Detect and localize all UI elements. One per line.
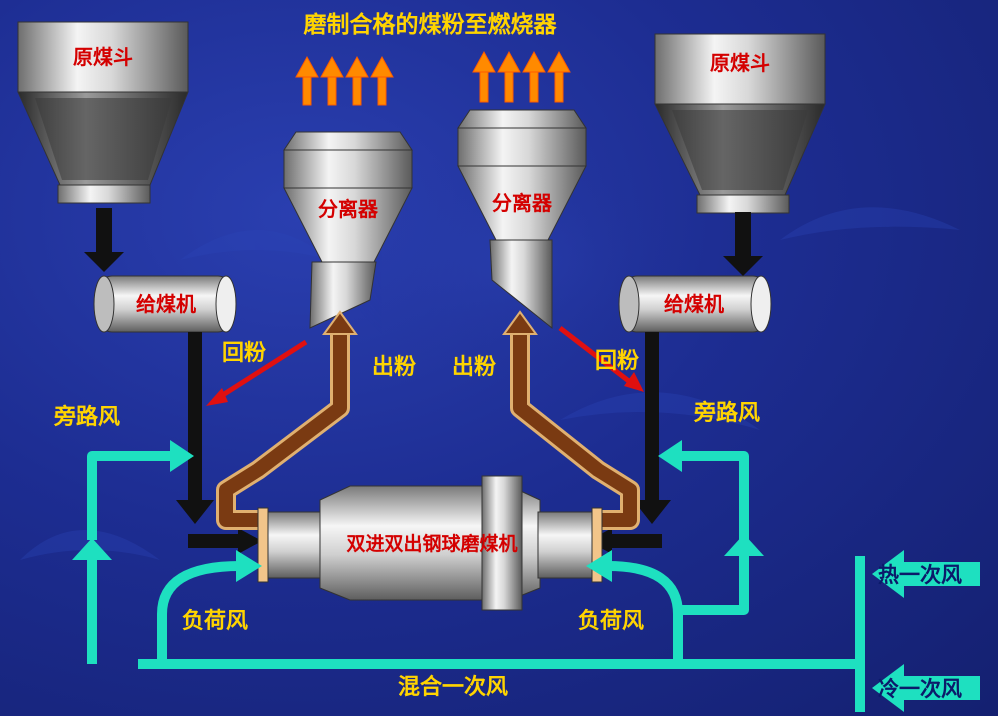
separator-right-label: 分离器	[492, 191, 553, 215]
powder-arrowheads	[322, 310, 538, 335]
out-left-label: 出粉	[372, 355, 416, 380]
separator-right: 分离器	[457, 109, 587, 330]
load-left-label: 负荷风	[182, 609, 248, 634]
air-arrowheads	[72, 440, 980, 712]
coal-bunker-left: 原煤斗	[17, 21, 189, 204]
return-arrows	[206, 326, 644, 406]
mill-label: 双进双出钢球磨煤机	[346, 532, 517, 555]
separator-left-label: 分离器	[318, 197, 379, 221]
hot-air-label: 热一次风	[878, 563, 962, 587]
separator-left: 分离器	[283, 131, 413, 329]
output-arrows-right	[472, 50, 571, 103]
feeder-left-label: 给煤机	[136, 292, 196, 316]
bunker-right-label: 原煤斗	[710, 51, 770, 75]
feeder-down-pipes	[176, 332, 671, 554]
flow-labels: 磨制合格的煤粉至燃烧器 回粉 回粉 出粉 出粉 旁路风 旁路风 负荷风 负荷风 …	[53, 11, 962, 701]
powder-pipes	[216, 330, 640, 530]
return-right-label: 回粉	[595, 349, 639, 374]
air-ducts	[87, 451, 865, 712]
coal-bunker-right: 原煤斗	[654, 33, 826, 214]
coal-flow-arrows	[84, 208, 763, 276]
return-left-label: 回粉	[222, 341, 266, 366]
mixed-air-label: 混合一次风	[398, 674, 508, 700]
bypass-left-label: 旁路风	[53, 404, 120, 430]
bunker-left-label: 原煤斗	[73, 45, 133, 69]
feeder-right: 给煤机	[618, 275, 772, 333]
out-right-label: 出粉	[452, 355, 496, 380]
bypass-right-label: 旁路风	[693, 400, 760, 426]
diagram-title: 磨制合格的煤粉至燃烧器	[304, 11, 558, 38]
feeder-right-label: 给煤机	[664, 292, 724, 316]
feeder-left: 给煤机	[93, 275, 237, 333]
load-right-label: 负荷风	[578, 609, 644, 634]
ball-mill: 双进双出钢球磨煤机	[257, 475, 603, 611]
output-arrows-left	[295, 55, 394, 106]
cold-air-label: 冷一次风	[878, 677, 962, 701]
